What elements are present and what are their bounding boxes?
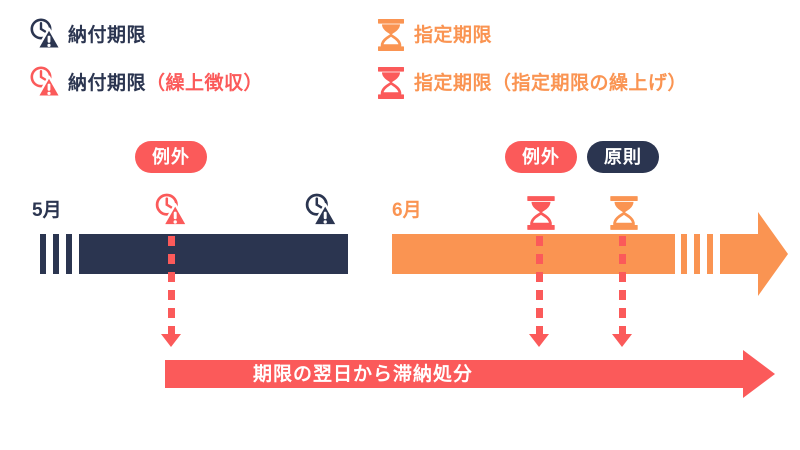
dashed-connector-arrowhead [529, 334, 549, 347]
timeline-tick [66, 234, 72, 274]
legend-item-designated-deadline-early: 指定期限（指定期限の繰上げ） [368, 60, 687, 106]
dashed-connector-arrowhead [612, 334, 632, 347]
legend-item-payment-deadline: 納付期限 [22, 12, 146, 58]
hourglass-icon [368, 12, 414, 58]
may-principle-marker [301, 191, 341, 231]
legend-item-label: 指定期限（指定期限の繰上げ） [414, 72, 688, 94]
month-label-june: 6月 [392, 200, 422, 221]
month-label-may: 5月 [32, 200, 62, 221]
badge-exception-may: 例外 [135, 141, 207, 173]
legend-item-label-accent: （繰上徴収） [146, 72, 264, 94]
timeline-tick [681, 234, 687, 274]
hourglass-icon [368, 60, 414, 106]
june-exception-marker [521, 193, 561, 233]
delinquency-arrow-label: 期限の翌日から滞納処分 [253, 363, 474, 385]
dashed-connector-arrowhead [161, 334, 181, 347]
legend-item-label: 納付期限 [68, 24, 147, 46]
delinquency-arrow-body: 期限の翌日から滞納処分 [165, 360, 743, 388]
legend-item-label: 指定期限 [414, 24, 493, 46]
legend-item-payment-deadline-early: 納付期限 （繰上徴収） [22, 60, 263, 106]
legend-item-designated-deadline: 指定期限 [368, 12, 492, 58]
clock-warning-icon [22, 12, 68, 58]
badge-principle-june: 原則 [587, 141, 659, 173]
dashed-connector-june-exception [536, 236, 543, 334]
timeline-tick [40, 234, 46, 274]
may-timeline-bar [79, 234, 348, 274]
badge-exception-june: 例外 [505, 141, 577, 173]
timeline-tick [53, 234, 59, 274]
timeline-continues-arrow [720, 212, 788, 301]
june-principle-marker [604, 193, 644, 233]
clock-warning-icon [22, 60, 68, 106]
june-timeline-bar [392, 234, 675, 274]
timeline-tick [707, 234, 713, 274]
timeline-tick [694, 234, 700, 274]
legend-item-label-main: 納付期限 [68, 72, 147, 94]
may-exception-marker [151, 191, 191, 231]
delinquency-arrow-head [743, 350, 775, 398]
dashed-connector-may-exception [168, 236, 175, 334]
dashed-connector-june-principle [619, 236, 626, 334]
